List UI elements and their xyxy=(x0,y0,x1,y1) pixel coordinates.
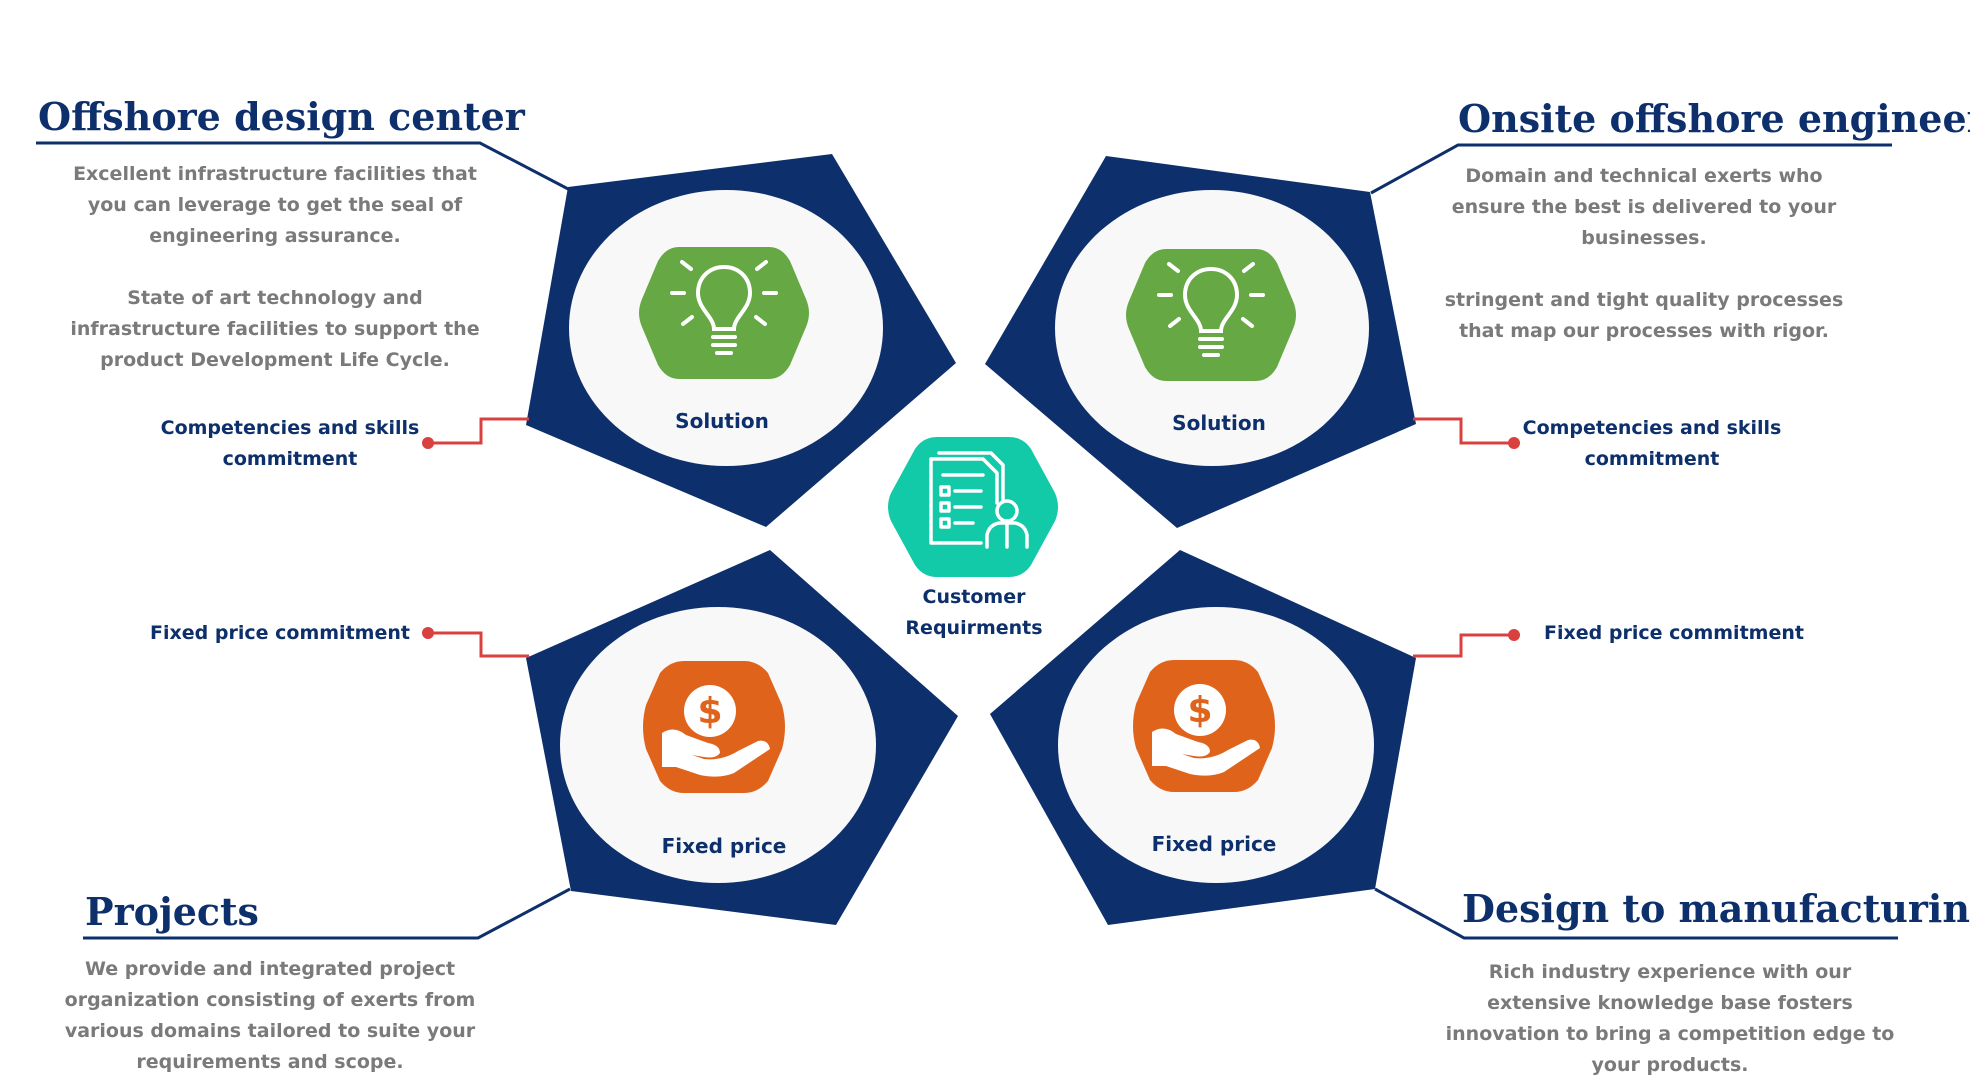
title-top-right: Onsite offshore engineering xyxy=(1458,96,1970,141)
title-bottom-right: Design to manufacturing xyxy=(1462,886,1970,931)
lightbulb-icon xyxy=(1126,249,1296,381)
description-bottom-left: We provide and integrated project organi… xyxy=(64,958,476,1073)
tag-bottom-right: Fixed price commitment xyxy=(1544,622,1804,644)
tag-bottom-left: Fixed price commitment xyxy=(150,622,410,644)
document-person-icon xyxy=(888,437,1058,577)
money-hand-icon: $ xyxy=(643,661,785,793)
tag-top-left: Competencies and skills commitment xyxy=(160,417,420,470)
tag-top-right: Competencies and skills commitment xyxy=(1522,417,1782,470)
icon-label-bottom-left: Fixed price xyxy=(661,834,787,858)
tag-connector-bottom-right xyxy=(1413,629,1520,658)
connector-bottom-right xyxy=(1374,887,1898,940)
svg-text:$: $ xyxy=(697,691,722,732)
tag-connector-top-left xyxy=(422,417,529,449)
description-bottom-right: Rich industry experience with our extens… xyxy=(1445,961,1895,1076)
icon-label-bottom-right: Fixed price xyxy=(1151,832,1277,856)
center-label: Customer Requirments xyxy=(905,586,1043,639)
connector-bottom-left xyxy=(83,887,571,940)
lightbulb-icon xyxy=(639,247,809,379)
connector-top-left xyxy=(36,141,573,193)
tag-connector-top-right xyxy=(1413,417,1520,449)
connector-top-right xyxy=(1370,143,1892,195)
svg-text:$: $ xyxy=(1187,690,1212,731)
description-top-left: Excellent infrastructure facilities that… xyxy=(70,163,480,371)
money-hand-icon: $ xyxy=(1133,660,1275,792)
title-top-left: Offshore design center xyxy=(38,94,525,139)
description-top-right: Domain and technical exerts who ensure t… xyxy=(1444,165,1844,342)
tag-connector-bottom-left xyxy=(422,627,529,658)
title-bottom-left: Projects xyxy=(85,889,259,934)
icon-label-top-left: Solution xyxy=(675,409,769,433)
icon-label-top-right: Solution xyxy=(1172,411,1266,435)
